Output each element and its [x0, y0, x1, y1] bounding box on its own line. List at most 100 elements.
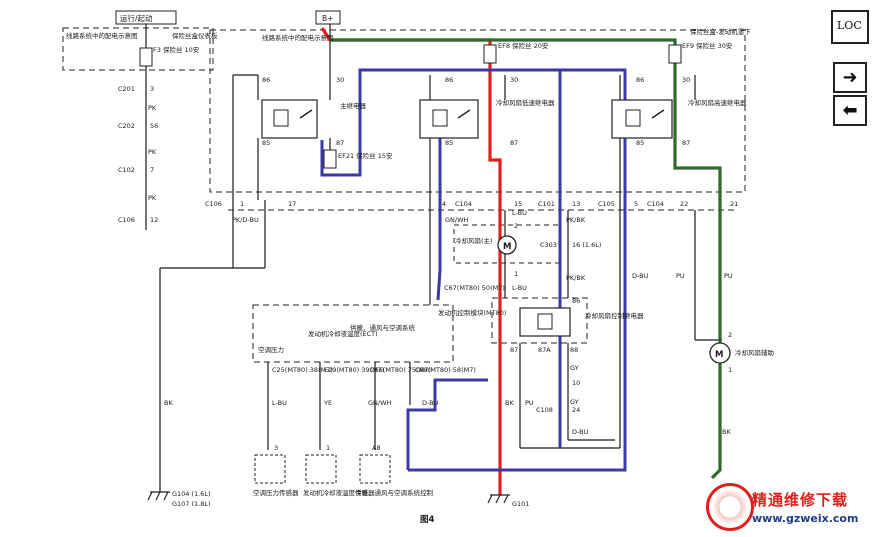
- pin-c104-4: 4: [442, 200, 446, 208]
- figure-caption: 图4: [420, 515, 435, 525]
- loc-icon[interactable]: LOC: [831, 10, 869, 44]
- back-glyph: ⬅: [842, 100, 858, 121]
- wiring-ref-left: 线路系统中的配电示意图: [66, 31, 138, 40]
- fuse-box-ip-outline: [62, 27, 214, 71]
- pin-fan-2: 2: [514, 222, 518, 230]
- wire-pu-1: PU: [676, 272, 685, 280]
- wire-l-bu-2: L-BU: [512, 284, 527, 292]
- pin-c104-15: 15: [514, 200, 522, 208]
- pin-fan-1: 1: [514, 270, 518, 278]
- wiring-ref-mid: 线路系统中的配电示意图: [262, 33, 334, 42]
- fuse-box-ip-label: 保险丝盒仪表板: [172, 31, 218, 40]
- wire-bk-2: BK: [505, 399, 514, 407]
- pin-main-85: 85: [262, 139, 270, 147]
- wire-pk-bk-1: PK/BK: [566, 216, 586, 224]
- wire-pu-2: PU: [724, 272, 733, 280]
- ground-g104: [147, 491, 170, 501]
- watermark-url: www.gzweix.com: [752, 512, 859, 525]
- pin-c104-22: 22: [680, 200, 688, 208]
- wire-d-bu-1: D-BU: [632, 272, 649, 280]
- wire-pk-1: PK: [148, 104, 157, 112]
- pin-high-85: 85: [636, 139, 644, 147]
- black-wires: [145, 20, 722, 492]
- connector-c25: C25(MT80) 38(M7): [272, 366, 333, 374]
- connector-c102: C102: [118, 166, 135, 174]
- low-speed-relay: [419, 99, 479, 139]
- fan-aux-motor: M: [709, 342, 731, 364]
- pin-main-87: 87: [336, 139, 344, 147]
- ac-pressure-sensor-label: 空调压力传感器: [253, 488, 299, 497]
- pin-low-87: 87: [510, 139, 518, 147]
- pin-c201: 3: [150, 85, 154, 93]
- pin-sensor-1: 1: [326, 444, 330, 452]
- fuse-f3-label: F3 保险丝 10安: [153, 45, 200, 54]
- pin-c108-24: 24: [572, 406, 580, 414]
- connector-c67: C67(MT80) 50(M7): [444, 284, 505, 292]
- control-relay: [519, 307, 571, 337]
- connector-c108: C108: [536, 406, 553, 414]
- connector-c106b: C106: [205, 200, 222, 208]
- pin-aux-1: 1: [728, 366, 732, 374]
- pin-c202: 56: [150, 122, 158, 130]
- pin-c104-21: 21: [730, 200, 738, 208]
- fuse-box-engine-outline: [209, 29, 746, 193]
- connector-c105: C105: [598, 200, 615, 208]
- ac-pressure-label: 空调压力: [258, 345, 284, 354]
- run-start-box: [115, 10, 177, 25]
- bplus-box: [315, 10, 341, 25]
- pin-main-86: 86: [262, 76, 270, 84]
- forward-arrow-icon[interactable]: ➜: [833, 62, 867, 93]
- pin-c106b-1: 1: [240, 200, 244, 208]
- pin-c106: 12: [150, 216, 158, 224]
- wire-pu-3: PU: [525, 399, 534, 407]
- pin-ctl-87: 87: [510, 346, 518, 354]
- fan-aux-label: 冷却风扇辅助: [735, 348, 775, 357]
- svg-text:M: M: [503, 242, 511, 252]
- main-relay-label: 主继电器: [340, 101, 367, 110]
- wire-gy-1: GY: [570, 364, 579, 372]
- pin-sensor-a8: A8: [372, 444, 381, 452]
- pin-high-86: 86: [636, 76, 644, 84]
- wire-pk-2: PK: [148, 148, 157, 156]
- wire-bk-1: BK: [164, 399, 173, 407]
- connector-c101: C101: [538, 200, 555, 208]
- back-arrow-icon[interactable]: ⬅: [833, 95, 867, 126]
- ground-g107-label: G107 (1.8L): [172, 500, 211, 508]
- ground-g104-label: G104 (1.6L): [172, 490, 211, 498]
- forward-glyph: ➜: [842, 67, 858, 88]
- pin-c105-5: 5: [634, 200, 638, 208]
- fuse-ef9: [668, 44, 682, 64]
- hvac-control-box: [359, 454, 391, 484]
- main-relay: [261, 99, 318, 139]
- wire-pk-bk-2: PK/BK: [566, 274, 586, 282]
- pin-ctl-87a: 87A: [538, 346, 551, 354]
- control-relay-label: 冷却风扇控制继电器: [585, 311, 644, 320]
- connector-c303: C303: [540, 241, 557, 249]
- pin-high-87: 87: [682, 139, 690, 147]
- connector-c104a: C104: [455, 200, 472, 208]
- wire-l-bu-1: L-BU: [512, 209, 527, 217]
- ground-g101-label: G101: [512, 500, 529, 508]
- pin-c303-10: 10: [572, 379, 580, 387]
- wire-gy-2: GY: [570, 398, 579, 406]
- pin-low-30: 30: [510, 76, 518, 84]
- fuse-ef21-label: EF21 保险丝 15安: [338, 151, 393, 160]
- connector-c68: C68(MT80) 58(M7): [415, 366, 476, 374]
- ect-sensor-label: 发动机冷却液温度传感器: [303, 488, 375, 497]
- wire-ye: YE: [323, 399, 332, 407]
- fuse-box-engine-label: 保险丝盒-发动机罩下: [690, 27, 751, 36]
- hvac-label: 供暖、通风与空调系统: [350, 323, 416, 332]
- fuse-ef21: [323, 149, 337, 169]
- fuse-f3: [139, 47, 153, 67]
- pin-low-85: 85: [445, 139, 453, 147]
- ect-label: 发动机冷却液温度(ECT): [308, 329, 378, 338]
- ecm-label: 发动机控制模块(MT80): [438, 308, 506, 317]
- pin-ctl-88: 88: [570, 346, 578, 354]
- ect-sensor-box: [305, 454, 337, 484]
- fuse-ef9-label: EF9 保险丝 30安: [682, 41, 733, 50]
- pin-c101-13: 13: [572, 200, 580, 208]
- fuse-ef8: [483, 44, 497, 64]
- wire-gn-wh: GN/WH: [445, 216, 469, 224]
- wire-bk-3: BK: [722, 428, 731, 436]
- connector-c104b: C104: [647, 200, 664, 208]
